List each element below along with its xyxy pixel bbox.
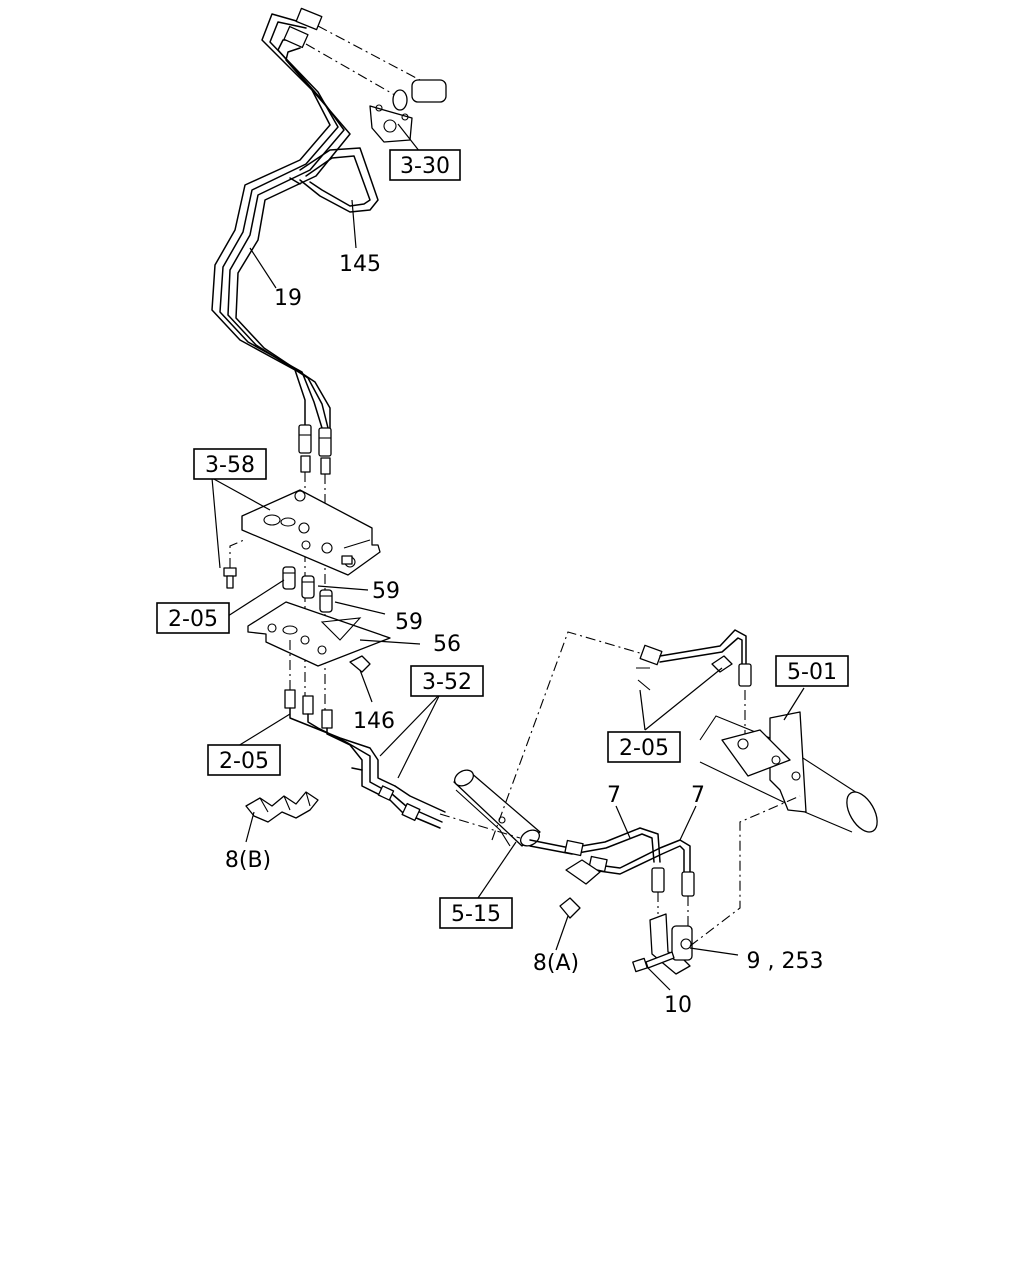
callout-7-a[interactable]: 7 <box>607 783 621 808</box>
callout-2-05-b[interactable]: 2-05 <box>207 744 281 776</box>
middle-pipes <box>289 707 446 829</box>
clip-8b <box>245 791 319 823</box>
bolt-left <box>223 539 245 589</box>
svg-text:5-15: 5-15 <box>451 902 501 927</box>
svg-text:2-05: 2-05 <box>619 736 669 761</box>
upper-bracket <box>241 489 381 576</box>
lower-right-pipes <box>529 827 695 919</box>
cross-member <box>439 769 541 847</box>
right-upper-pipe <box>636 629 752 742</box>
callout-146[interactable]: 146 <box>353 709 395 734</box>
svg-text:5-01: 5-01 <box>787 660 837 685</box>
svg-text:3-30: 3-30 <box>400 154 450 179</box>
callout-3-52[interactable]: 3-52 <box>410 665 484 697</box>
svg-text:3-52: 3-52 <box>422 670 472 695</box>
callout-5-15[interactable]: 5-15 <box>439 897 513 929</box>
callout-2-05-c[interactable]: 2-05 <box>607 731 681 763</box>
upper-brake-pipes <box>211 13 379 429</box>
callout-7-b[interactable]: 7 <box>691 783 705 808</box>
lower-bracket <box>247 601 391 673</box>
svg-text:3-58: 3-58 <box>205 453 255 478</box>
callout-56[interactable]: 56 <box>433 632 461 657</box>
svg-text:2-05: 2-05 <box>219 749 269 774</box>
callout-145[interactable]: 145 <box>339 252 381 277</box>
bolt-10 <box>632 951 675 973</box>
leader-lines <box>211 123 805 991</box>
callout-3-30[interactable]: 3-30 <box>389 149 461 181</box>
callout-5-01[interactable]: 5-01 <box>775 655 849 687</box>
callout-59-b[interactable]: 59 <box>395 610 423 635</box>
collars-59 <box>282 566 333 613</box>
callout-9-253[interactable]: 9 , 253 <box>747 949 824 974</box>
callout-2-05-a[interactable]: 2-05 <box>156 602 230 634</box>
top-fittings <box>283 7 447 143</box>
svg-text:2-05: 2-05 <box>168 607 218 632</box>
callout-8a[interactable]: 8(A) <box>533 951 579 976</box>
callout-59-a[interactable]: 59 <box>372 579 400 604</box>
callout-10[interactable]: 10 <box>664 993 692 1018</box>
upper-pipe-fittings <box>298 424 332 712</box>
callout-19[interactable]: 19 <box>274 286 302 311</box>
callout-3-58[interactable]: 3-58 <box>193 448 267 480</box>
link-line-b <box>689 795 801 947</box>
frame-rail <box>699 711 878 833</box>
callout-8b[interactable]: 8(B) <box>225 848 271 873</box>
link-line-a <box>491 631 651 841</box>
